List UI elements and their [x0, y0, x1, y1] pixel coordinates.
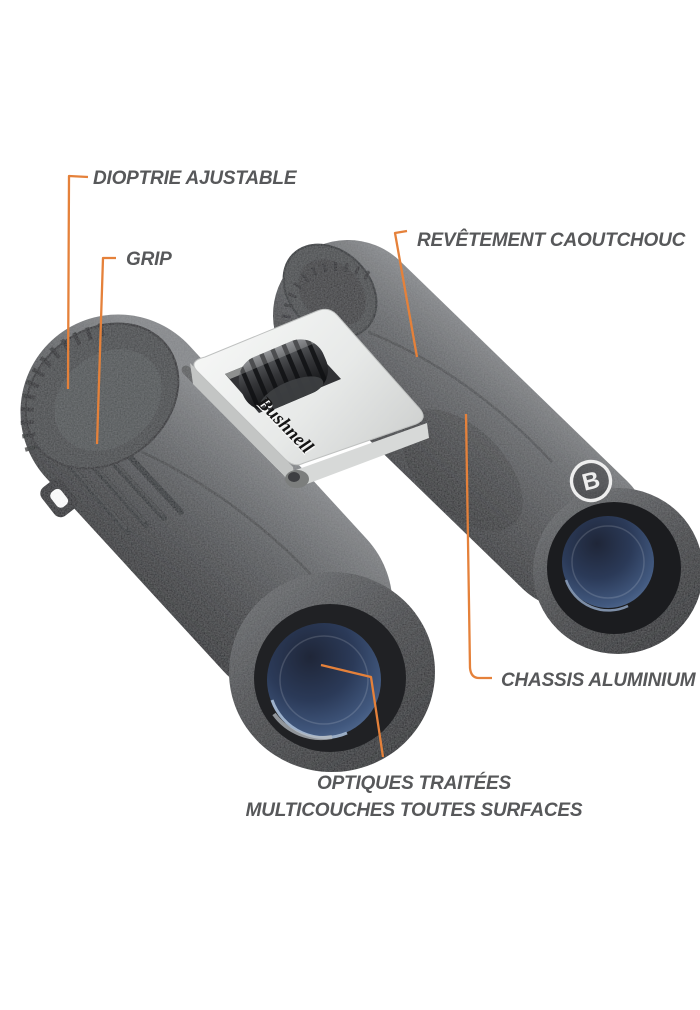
callout-label-optiques-line1: OPTIQUES TRAITÉES — [316, 773, 511, 794]
callout-label-optiques: OPTIQUES TRAITÉES MULTICOUCHES TOUTES SU… — [128, 770, 700, 824]
leader-line-grip — [95, 256, 116, 445]
callout-label-chassis: CHASSIS ALUMINIUM — [501, 670, 696, 691]
right-eyepiece — [281, 243, 378, 339]
leader-line-chassis — [464, 413, 492, 680]
left-objective-lens — [254, 604, 406, 752]
armor-seam-left — [141, 450, 319, 583]
leader-line-dioptrie — [66, 174, 89, 390]
strap-lug — [40, 478, 78, 518]
badge-letter: B — [579, 466, 602, 496]
callout-label-dioptrie: DIOPTRIE AJUSTABLE — [93, 168, 297, 189]
right-objective-lens — [547, 502, 681, 634]
armor-seam-right — [367, 330, 553, 463]
callout-label-revetement: REVÊTEMENT CAOUTCHOUC — [417, 230, 686, 251]
bushnell-b-badge: B — [569, 459, 613, 503]
leader-line-revetement — [393, 229, 419, 358]
callout-label-optiques-line2: MULTICOUCHES TOUTES SURFACES — [245, 800, 583, 821]
eyepiece-knurling-right — [281, 262, 375, 319]
diopter-ring — [20, 320, 180, 470]
focus-wheel — [232, 333, 330, 416]
callout-leader-lines — [66, 174, 492, 758]
callout-label-grip: GRIP — [126, 249, 172, 270]
leader-line-optiques — [320, 663, 385, 758]
bridge-chassis: Bushnell Bushnell — [190, 308, 429, 488]
